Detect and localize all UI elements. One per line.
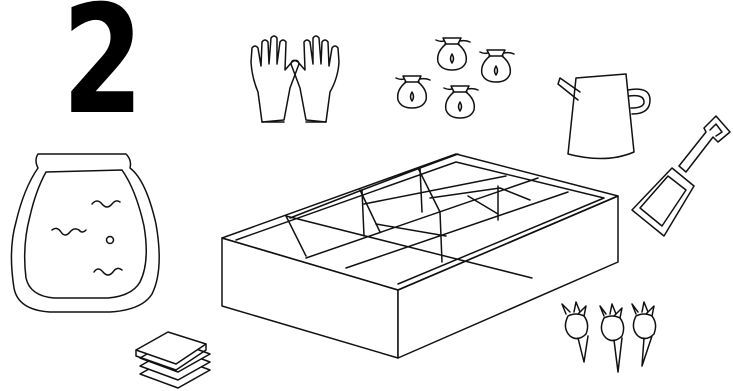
soil-bag-icon — [11, 154, 159, 312]
trowel-icon — [632, 116, 730, 236]
watering-can-icon — [558, 74, 650, 159]
gloves-icon — [251, 36, 339, 122]
seed-bags-icon — [396, 38, 514, 118]
seed-tray-icon — [222, 154, 618, 358]
labels-stack-icon — [136, 332, 210, 388]
seedlings-icon — [562, 302, 656, 372]
